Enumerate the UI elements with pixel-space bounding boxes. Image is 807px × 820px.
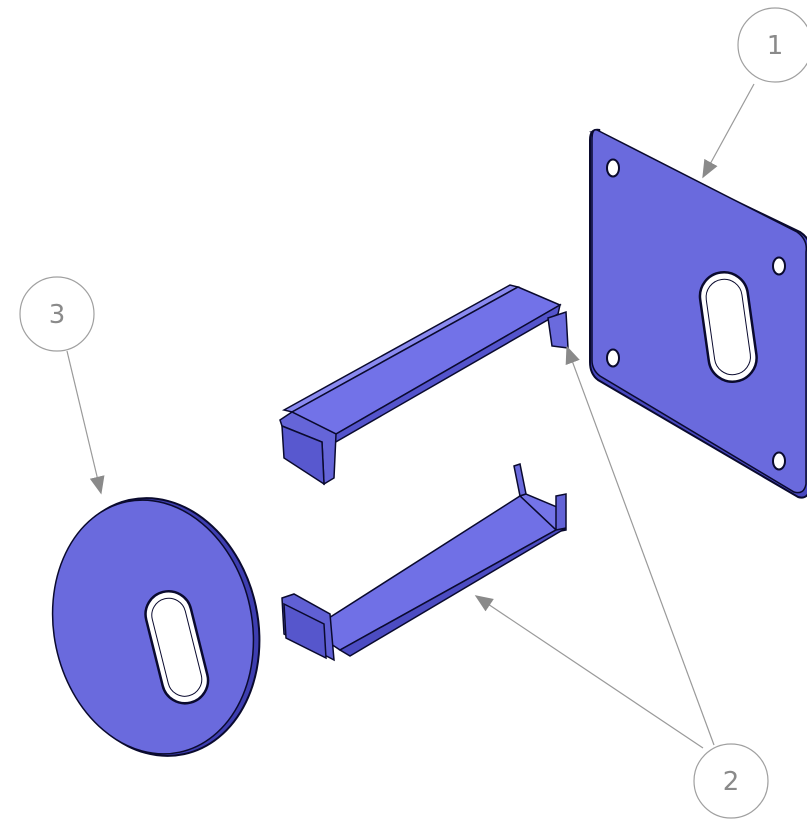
bolt-hole-icon [772, 451, 786, 471]
balloon-3-label: 3 [49, 300, 66, 330]
balloon-3: 3 [19, 276, 95, 352]
part-1-plate [589, 128, 807, 499]
part-2-bracket-lower [281, 463, 567, 662]
washer-slot-icon [144, 590, 210, 705]
balloon-1: 1 [737, 7, 807, 83]
balloon-2: 2 [693, 743, 769, 819]
bolt-hole-icon [606, 158, 620, 178]
center-slot-icon [698, 271, 758, 383]
part-2-bracket-upper [279, 284, 569, 486]
leader-line-2b [474, 595, 704, 749]
leader-line-2a [565, 345, 715, 746]
balloon-1-label: 1 [767, 31, 784, 61]
bolt-hole-icon [772, 256, 786, 276]
part-3-washer [51, 497, 261, 757]
bolt-hole-icon [606, 348, 620, 368]
leader-line-1 [702, 83, 755, 179]
balloon-2-label: 2 [723, 767, 740, 797]
leader-line-3 [66, 350, 105, 495]
leader-lines [66, 83, 755, 749]
